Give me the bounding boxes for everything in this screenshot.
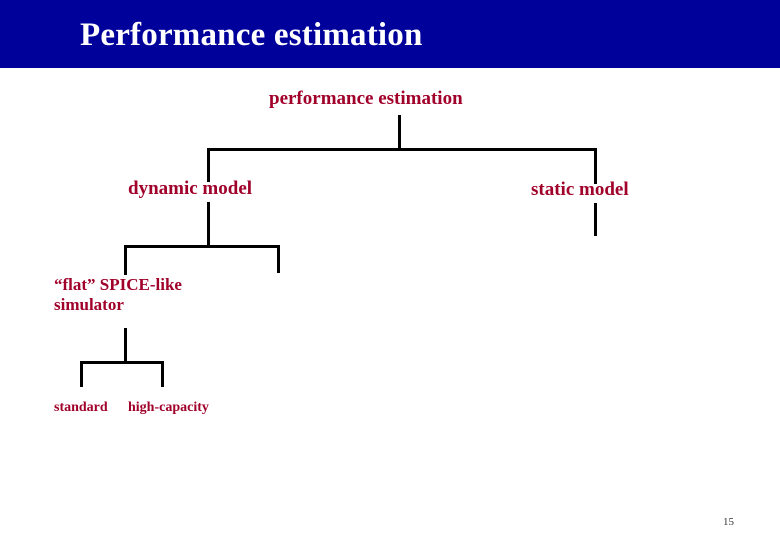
node-high-capacity: high-capacity [128, 400, 209, 415]
connector-static-down-stub [594, 203, 597, 236]
connector-mid-right-stub [277, 245, 280, 273]
connector-mid-horizontal [124, 245, 280, 248]
connector-dynamic-down [207, 202, 210, 247]
title-bar: Performance estimation [0, 0, 780, 68]
node-dynamic-model: dynamic model [128, 178, 253, 199]
connector-bottom-horizontal [80, 361, 164, 364]
page-title: Performance estimation [80, 17, 423, 53]
node-flat-spice-like-simulator: “flat” SPICE-like simulator [54, 275, 182, 315]
connector-flat-up [124, 245, 127, 275]
connector-root-down [398, 115, 401, 151]
connector-flat-down [124, 328, 127, 364]
connector-highcapacity-up [161, 361, 164, 387]
connector-top-horizontal [207, 148, 597, 151]
connector-standard-up [80, 361, 83, 387]
node-performance-estimation: performance estimation [269, 88, 463, 109]
connector-dynamic-up [207, 148, 210, 182]
node-static-model: static model [531, 179, 629, 200]
node-standard: standard [54, 400, 108, 415]
page-number: 15 [723, 516, 734, 528]
connector-static-up [594, 148, 597, 184]
